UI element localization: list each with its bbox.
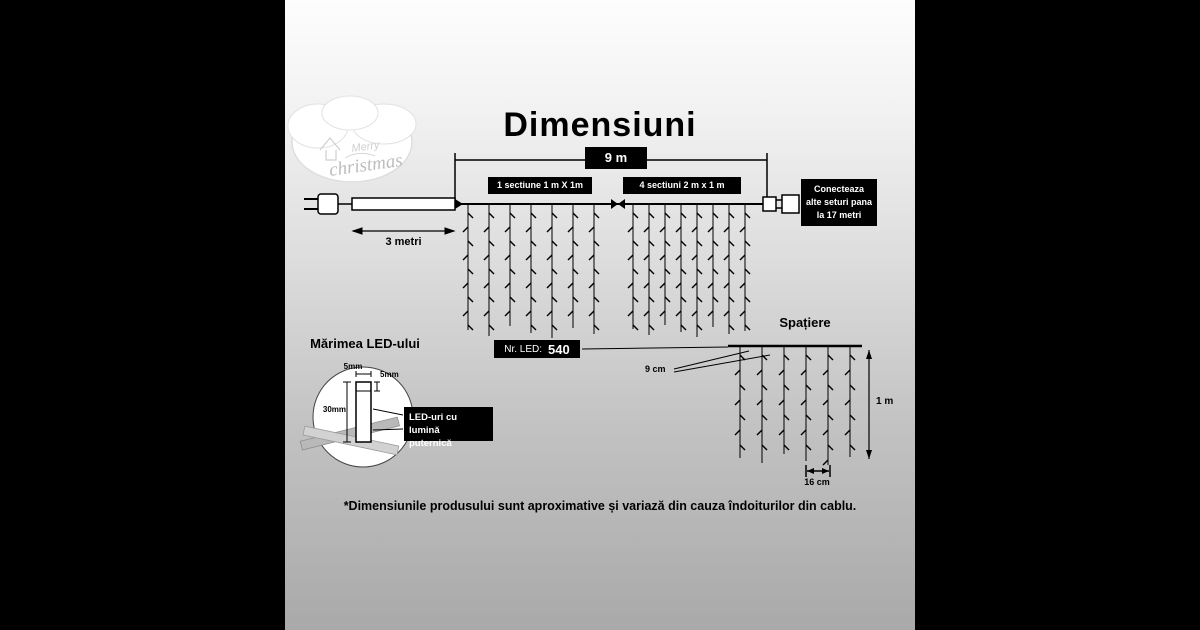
page-title: Dimensiuni — [503, 106, 697, 144]
led-note-leader-2 — [372, 428, 404, 431]
led-dim-side-label: 5mm — [380, 370, 399, 379]
lead-length-label: 3 metri — [385, 236, 422, 248]
section2-label: 4 sectiuni 2 m x 1 m — [623, 177, 741, 194]
power-plug-icon — [304, 193, 456, 215]
spacing-strands — [734, 346, 856, 466]
led-brightness-badge: LED-uri cu lumină puternică — [404, 407, 493, 449]
led-dim-top-label: 5mm — [343, 362, 363, 371]
spacing-diagram — [673, 344, 872, 477]
gap-leader-2 — [673, 354, 771, 373]
lead-cable-bar — [351, 197, 456, 211]
led-count-badge: Nr. LED: 540 — [494, 340, 580, 358]
total-length-badge: 9 m — [585, 147, 647, 169]
gap-leader-1 — [673, 350, 750, 370]
spacing-gap-label: 9 cm — [645, 364, 666, 374]
led-note-leader-1 — [372, 408, 404, 416]
led-count-leader-line — [581, 346, 729, 350]
connect-note-line3: la 17 metri — [816, 210, 862, 220]
led-brightness-line1: LED-uri cu lumină — [409, 412, 458, 436]
footnote: *Dimensiunile produsului sunt aproximati… — [343, 499, 857, 513]
curtain-section-2 — [627, 204, 751, 337]
logo-house-sketch — [319, 137, 341, 161]
three-meter-arrow — [351, 227, 456, 235]
curtain-section-1 — [462, 204, 600, 338]
led-bulb — [355, 381, 372, 443]
spacing-height-label: 1 m — [876, 396, 894, 407]
christmas-logo: Merry christmas — [287, 95, 417, 183]
logo-merry-text: Merry — [351, 139, 382, 155]
led-brightness-line2: puternică — [409, 438, 452, 449]
led-size-title: Mărimea LED-ului — [310, 336, 420, 351]
led-lead-wing-2 — [302, 425, 400, 456]
section1-label: 1 sectiune 1 m X 1m — [488, 177, 592, 194]
connect-note-line1: Conecteaza — [813, 184, 865, 194]
wire-junction-markers — [455, 199, 625, 209]
connector-plug-icon — [745, 194, 800, 214]
sixteen-cm-dimension — [805, 465, 831, 477]
led-count-label: Nr. LED: — [504, 343, 543, 355]
spacing-title: Spațiere — [779, 315, 831, 330]
led-count-value: 540 — [548, 341, 570, 357]
led-dimension-marks — [343, 371, 380, 443]
connect-note-line2: alte seturi pana — [805, 197, 873, 207]
one-meter-dimension — [866, 350, 872, 459]
spacing-bottom-gap-label: 16 cm — [804, 477, 830, 487]
connect-note-badge: Conecteaza alte seturi pana la 17 metri — [801, 179, 877, 226]
led-size-diagram — [299, 366, 414, 468]
led-dim-height-label: 30mm — [322, 405, 346, 414]
